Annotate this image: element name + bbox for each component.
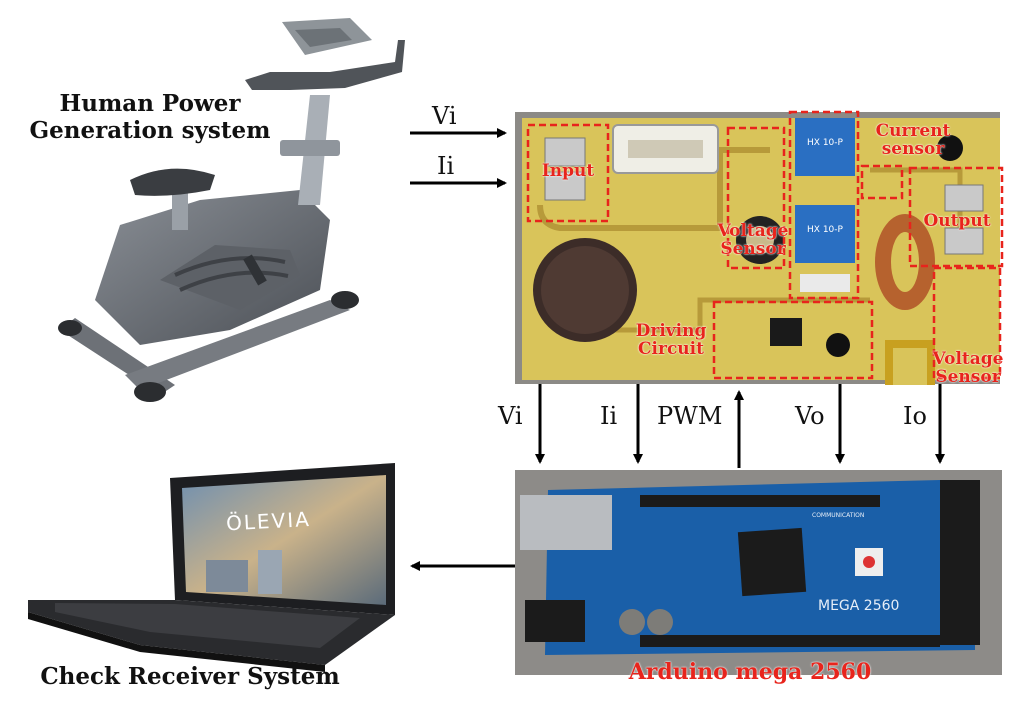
pwm-label: PWM: [657, 402, 723, 430]
driving-circuit-label: Driving Circuit: [635, 321, 707, 359]
sensor-chip-1-text: HX 10-P: [807, 138, 843, 148]
voltage-sensor-label-1: Voltage Sensor: [717, 221, 789, 259]
vi-down-label: Vi: [498, 402, 523, 430]
arduino-communication-text: COMMUNICATION: [812, 512, 865, 519]
io-label: Io: [903, 402, 927, 430]
current-sensor-label: Current sensor: [875, 121, 951, 159]
ii-down-label: Ii: [600, 402, 618, 430]
laptop-image: [28, 463, 395, 672]
arduino-model-text: MEGA 2560: [818, 598, 900, 614]
input-label: Input: [541, 161, 595, 181]
vo-label: Vo: [795, 402, 825, 430]
ii-input-label: Ii: [437, 152, 455, 180]
arduino-title: Arduino mega 2560: [628, 659, 872, 685]
human-power-title: Human Power Generation system: [29, 90, 271, 144]
signal-arrows: [410, 128, 945, 571]
exercise-bike-image: [58, 18, 405, 402]
pcb-board-image: [515, 110, 1004, 385]
vi-input-label: Vi: [432, 102, 457, 130]
arduino-board-image: [515, 470, 1002, 675]
voltage-sensor-label-2: Voltage Sensor: [932, 349, 1004, 387]
sensor-chip-2-text: HX 10-P: [807, 225, 843, 235]
output-label: Output: [923, 211, 991, 231]
check-receiver-title: Check Receiver System: [40, 663, 340, 690]
